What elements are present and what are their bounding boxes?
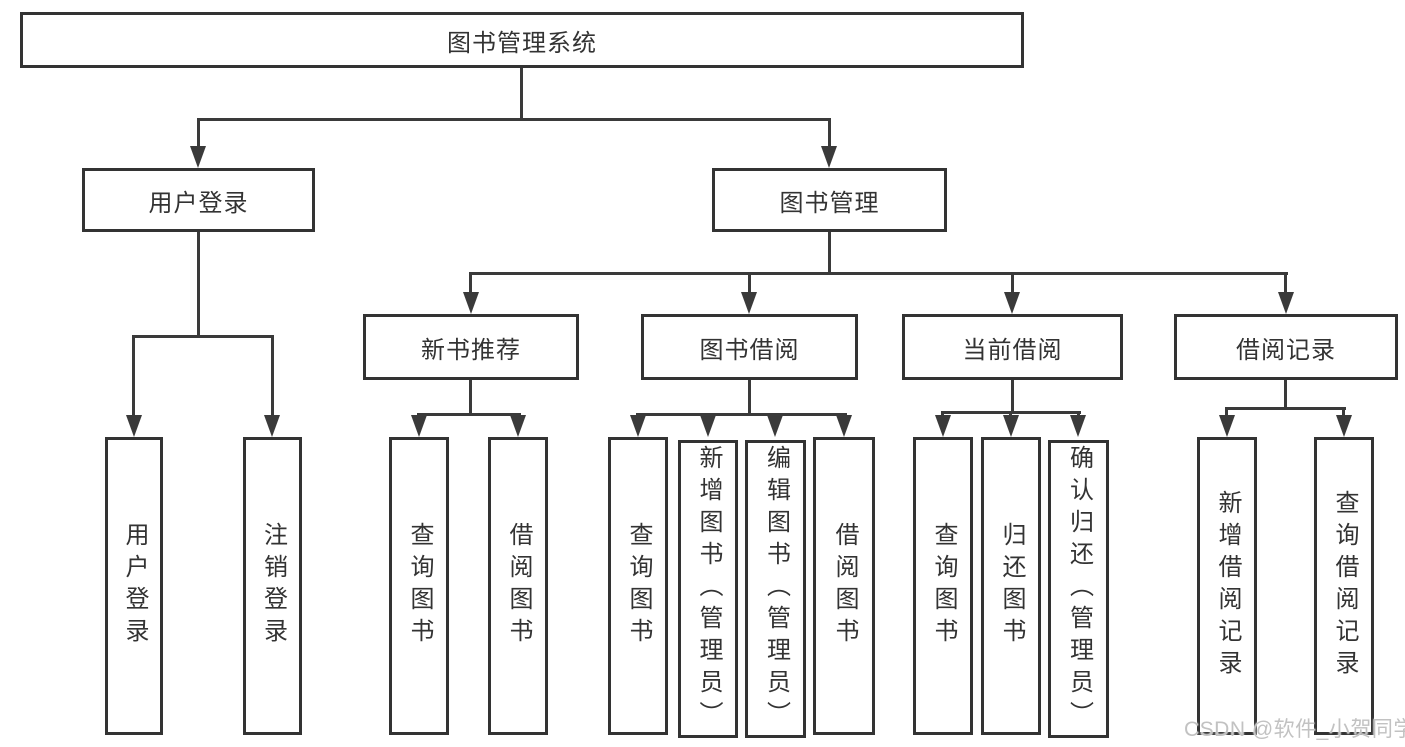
arrowhead-user-leaf2 bbox=[264, 415, 280, 437]
connector-recommend-rail bbox=[417, 413, 521, 416]
leaf-borrow-query-book-label: 查询图书 bbox=[625, 522, 652, 650]
arrowhead-module4 bbox=[1278, 292, 1294, 314]
arrowhead-book-mgmt bbox=[821, 146, 837, 168]
leaf-user-login: 用户登录 bbox=[105, 437, 163, 735]
connector-borrow-stem bbox=[748, 380, 751, 413]
arrowhead-records-leaf1 bbox=[1219, 415, 1235, 437]
leaf-records-add-record: 新增借阅记录 bbox=[1197, 437, 1257, 735]
connector-borrow-rail bbox=[636, 413, 847, 416]
arrowhead-module2 bbox=[741, 292, 757, 314]
node-book-borrow: 图书借阅 bbox=[641, 314, 858, 380]
leaf-current-confirm-return-admin-label: 确认归还（管理员） bbox=[1065, 445, 1093, 733]
arrowhead-borrow-leaf1 bbox=[630, 415, 646, 437]
leaf-borrow-edit-book-admin-label: 编辑图书（管理员） bbox=[762, 445, 790, 733]
connector-mgmt-stem bbox=[828, 232, 831, 272]
connector-records-stem bbox=[1284, 380, 1287, 407]
leaf-logout: 注销登录 bbox=[243, 437, 302, 735]
leaf-logout-label: 注销登录 bbox=[259, 522, 287, 650]
connector-root-stem bbox=[520, 68, 523, 118]
arrowhead-user-login bbox=[190, 146, 206, 168]
leaf-records-query-record: 查询借阅记录 bbox=[1314, 437, 1374, 735]
connector-current-leaf2-drop bbox=[1009, 411, 1012, 417]
connector-user-leaf1-drop bbox=[132, 335, 135, 415]
connector-user-stem bbox=[197, 232, 200, 335]
leaf-current-return-book-label: 归还图书 bbox=[998, 522, 1025, 650]
leaf-current-query-book-label: 查询图书 bbox=[930, 522, 957, 650]
connector-records-leaf1-drop bbox=[1225, 407, 1228, 417]
leaf-borrow-add-book-admin-label: 新增图书（管理员） bbox=[695, 445, 722, 733]
leaf-recommend-query-book: 查询图书 bbox=[389, 437, 449, 735]
leaf-current-return-book: 归还图书 bbox=[981, 437, 1041, 735]
arrowhead-current-leaf2 bbox=[1003, 415, 1019, 437]
connector-module1-drop bbox=[469, 272, 472, 294]
arrowhead-module1 bbox=[463, 292, 479, 314]
node-user-login: 用户登录 bbox=[82, 168, 315, 232]
arrowhead-borrow-leaf4 bbox=[836, 415, 852, 437]
connector-records-rail bbox=[1225, 407, 1346, 410]
arrowhead-recommend-leaf2 bbox=[510, 415, 526, 437]
leaf-recommend-borrow-book-label: 借阅图书 bbox=[505, 522, 532, 650]
leaf-recommend-query-book-label: 查询图书 bbox=[406, 522, 433, 650]
leaf-recommend-borrow-book: 借阅图书 bbox=[488, 437, 548, 735]
connector-current-leaf1-drop bbox=[941, 411, 944, 417]
node-borrow-records-label: 借阅记录 bbox=[1236, 336, 1336, 364]
node-current-borrow: 当前借阅 bbox=[902, 314, 1123, 380]
connector-user-leaf2-drop bbox=[271, 335, 274, 415]
node-user-login-label: 用户登录 bbox=[148, 189, 249, 217]
arrowhead-user-leaf1 bbox=[126, 415, 142, 437]
connector-root-rail bbox=[197, 118, 831, 121]
arrowhead-recommend-leaf1 bbox=[411, 415, 427, 437]
node-book-borrow-label: 图书借阅 bbox=[699, 336, 800, 364]
leaf-borrow-query-book: 查询图书 bbox=[608, 437, 668, 735]
arrowhead-records-leaf2 bbox=[1336, 415, 1352, 437]
leaf-borrow-add-book-admin: 新增图书（管理员） bbox=[678, 440, 738, 738]
leaf-borrow-borrow-book: 借阅图书 bbox=[813, 437, 875, 735]
node-borrow-records: 借阅记录 bbox=[1174, 314, 1398, 380]
arrowhead-current-leaf3 bbox=[1070, 415, 1086, 437]
csdn-watermark: CSDN @软件_小贺同学 bbox=[1184, 718, 1405, 741]
connector-module4-drop bbox=[1284, 272, 1287, 294]
connector-user-login-drop bbox=[197, 118, 200, 148]
leaf-current-confirm-return-admin: 确认归还（管理员） bbox=[1048, 440, 1109, 738]
leaf-borrow-edit-book-admin: 编辑图书（管理员） bbox=[745, 440, 806, 738]
connector-user-rail bbox=[133, 335, 273, 338]
connector-current-stem bbox=[1011, 380, 1014, 411]
node-root: 图书管理系统 bbox=[20, 12, 1024, 68]
connector-mgmt-rail bbox=[470, 272, 1288, 275]
node-book-management-label: 图书管理 bbox=[779, 189, 880, 217]
node-new-book-recommend-label: 新书推荐 bbox=[421, 336, 521, 364]
arrowhead-current-leaf1 bbox=[935, 415, 951, 437]
leaf-borrow-borrow-book-label: 借阅图书 bbox=[831, 522, 858, 650]
connector-module3-drop bbox=[1011, 272, 1014, 294]
connector-book-mgmt-drop bbox=[828, 118, 831, 148]
node-new-book-recommend: 新书推荐 bbox=[363, 314, 579, 380]
node-current-borrow-label: 当前借阅 bbox=[962, 336, 1063, 364]
leaf-user-login-label: 用户登录 bbox=[121, 522, 148, 650]
connector-records-leaf2-drop bbox=[1342, 407, 1345, 417]
leaf-current-query-book: 查询图书 bbox=[913, 437, 973, 735]
connector-recommend-stem bbox=[469, 380, 472, 413]
arrowhead-borrow-leaf3 bbox=[767, 415, 783, 437]
leaf-records-add-record-label: 新增借阅记录 bbox=[1214, 490, 1241, 682]
node-root-label: 图书管理系统 bbox=[447, 29, 597, 57]
leaf-records-query-record-label: 查询借阅记录 bbox=[1331, 490, 1358, 682]
node-book-management: 图书管理 bbox=[712, 168, 947, 232]
arrowhead-borrow-leaf2 bbox=[700, 415, 716, 437]
connector-current-leaf3-drop bbox=[1077, 411, 1080, 417]
arrowhead-module3 bbox=[1004, 292, 1020, 314]
connector-module2-drop bbox=[748, 272, 751, 294]
